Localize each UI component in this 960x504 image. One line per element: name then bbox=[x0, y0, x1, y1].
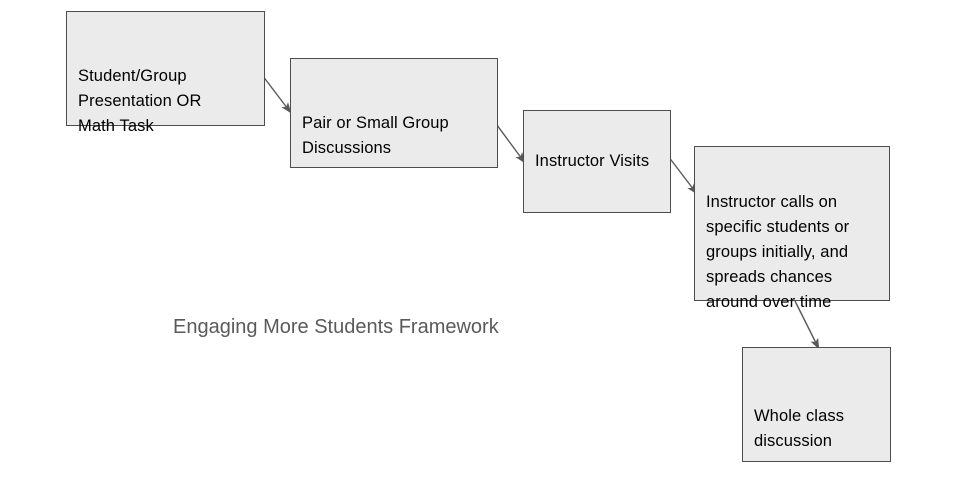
node-whole-class-discussion[interactable]: Whole class discussion bbox=[742, 347, 891, 462]
node-label: Pair or Small Group Discussions bbox=[302, 114, 449, 157]
diagram-title: Engaging More Students Framework bbox=[173, 316, 499, 338]
node-label: Whole class discussion bbox=[754, 407, 845, 450]
node-student-group-presentation[interactable]: Student/Group Presentation OR Math Task bbox=[66, 11, 265, 135]
node-label: Student/Group Presentation OR Math Task bbox=[78, 67, 202, 135]
node-label: Instructor Visits bbox=[535, 152, 650, 170]
node-pair-or-small-group-discussions[interactable]: Pair or Small Group Discussions bbox=[290, 58, 498, 168]
node-label: Instructor calls on specific students or… bbox=[706, 193, 850, 311]
node-instructor-visits[interactable]: Instructor Visits bbox=[523, 110, 671, 213]
node-instructor-calls-on-students[interactable]: Instructor calls on specific students or… bbox=[694, 146, 890, 311]
